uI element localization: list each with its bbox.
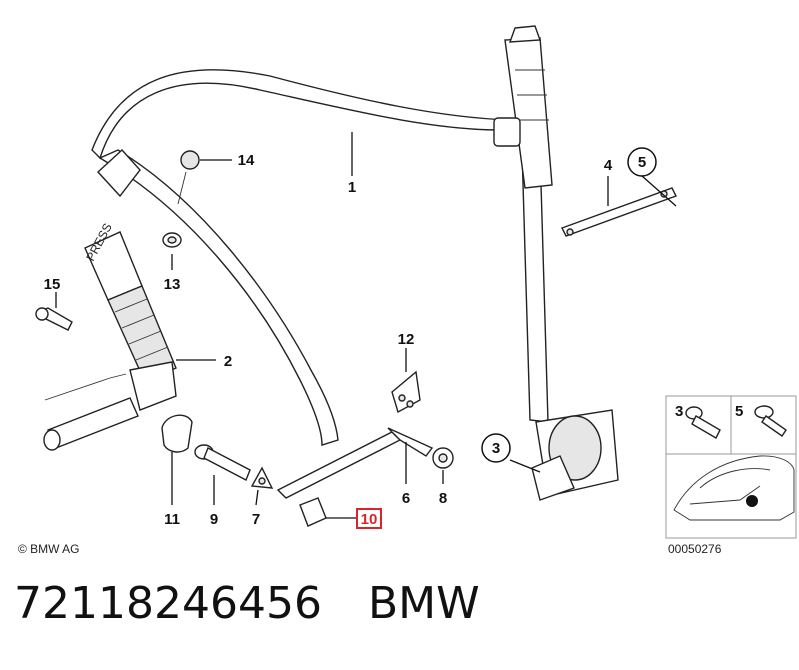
svg-text:5: 5 <box>638 154 646 171</box>
part-9-bolt <box>194 444 251 481</box>
part-8-nut <box>432 447 454 469</box>
part-12-plate <box>391 370 421 414</box>
callout-9: 9 <box>210 511 218 528</box>
belt-retractor <box>531 409 619 501</box>
callout-10: 10 <box>361 511 378 528</box>
belt-end-fitting <box>97 149 141 198</box>
callout-8: 8 <box>439 490 447 507</box>
callout-11: 11 <box>164 511 180 528</box>
inset-car-icon <box>673 455 795 521</box>
part-7-washer <box>250 466 274 489</box>
part-2-buckle: PRESS <box>43 221 177 451</box>
callout-13: 13 <box>164 276 181 293</box>
part-footer: 72118246456 BMW <box>14 578 784 648</box>
copyright-text: © BMW AG <box>18 542 80 556</box>
part-13-grommet <box>162 232 182 248</box>
leader-lines <box>55 132 677 519</box>
inset-screw-icon <box>754 405 787 437</box>
callout-7: 7 <box>252 511 260 528</box>
callout-12: 12 <box>398 331 415 348</box>
callout-10-highlighted: 10 <box>356 508 382 529</box>
part-15-bolt <box>35 307 73 331</box>
callout-5-circled: 5 <box>627 147 657 177</box>
brand-name: BMW <box>367 578 480 629</box>
inset-bolt-icon <box>685 406 721 439</box>
callout-15: 15 <box>44 276 61 293</box>
svg-text:3: 3 <box>492 440 500 457</box>
inset-panel: 3 5 00050276 <box>665 395 797 556</box>
inset-label-5: 5 <box>735 403 743 420</box>
part-4-strap <box>561 187 677 237</box>
upper-belt-guide <box>493 25 553 189</box>
part-10-bushing <box>299 497 327 527</box>
callout-1: 1 <box>348 179 356 196</box>
inset-label-3: 3 <box>675 403 683 420</box>
part-11-sleeve <box>161 414 193 453</box>
callout-14: 14 <box>238 152 255 169</box>
part-6-rod <box>276 427 434 499</box>
callout-3-circled: 3 <box>481 433 511 463</box>
parts-diagram: PRESS <box>18 25 797 556</box>
part-number: 72118246456 <box>14 578 322 629</box>
callout-2: 2 <box>224 353 232 370</box>
callout-4: 4 <box>604 157 613 174</box>
part-14-cap <box>177 150 200 205</box>
callout-6: 6 <box>402 490 410 507</box>
inset-ref-code: 00050276 <box>668 542 722 556</box>
